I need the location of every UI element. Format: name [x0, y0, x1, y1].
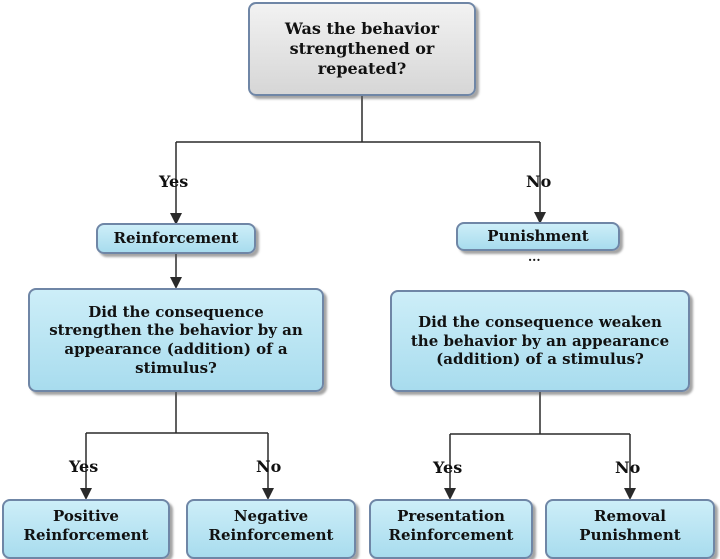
punishment-text: Punishment: [487, 227, 589, 246]
negative-reinforcement-box: Negative Reinforcement: [186, 499, 356, 559]
no-label-top: No: [526, 172, 552, 191]
no-label-right: No: [615, 458, 641, 477]
root-question-text: Was the behavior strengthened or repeate…: [284, 19, 440, 78]
yes-label-right: Yes: [433, 458, 463, 477]
negative-reinforcement-text: Negative Reinforcement: [208, 507, 334, 544]
yes-label-left: Yes: [69, 457, 99, 476]
positive-reinforcement-box: Positive Reinforcement: [2, 499, 170, 559]
connector-lines: [80, 96, 636, 500]
right-question-box: Did the consequence weaken the behavior …: [390, 290, 690, 392]
presentation-reinforcement-box: Presentation Reinforcement: [369, 499, 533, 559]
removal-punishment-box: Removal Punishment: [545, 499, 715, 559]
right-question-text: Did the consequence weaken the behavior …: [410, 312, 670, 369]
left-question-box: Did the consequence strengthen the behav…: [28, 288, 324, 392]
root-question-box: Was the behavior strengthened or repeate…: [248, 2, 476, 96]
reinforcement-text: Reinforcement: [113, 229, 239, 248]
removal-punishment-text: Removal Punishment: [579, 507, 681, 544]
yes-label-top: Yes: [159, 172, 189, 191]
left-question-text: Did the consequence strengthen the behav…: [49, 302, 303, 377]
positive-reinforcement-text: Positive Reinforcement: [23, 507, 149, 544]
no-label-left: No: [256, 457, 282, 476]
punishment-box: Punishment: [456, 222, 620, 251]
presentation-reinforcement-text: Presentation Reinforcement: [388, 507, 514, 544]
reinforcement-box: Reinforcement: [96, 223, 256, 254]
ellipsis-label: ...: [528, 250, 541, 264]
